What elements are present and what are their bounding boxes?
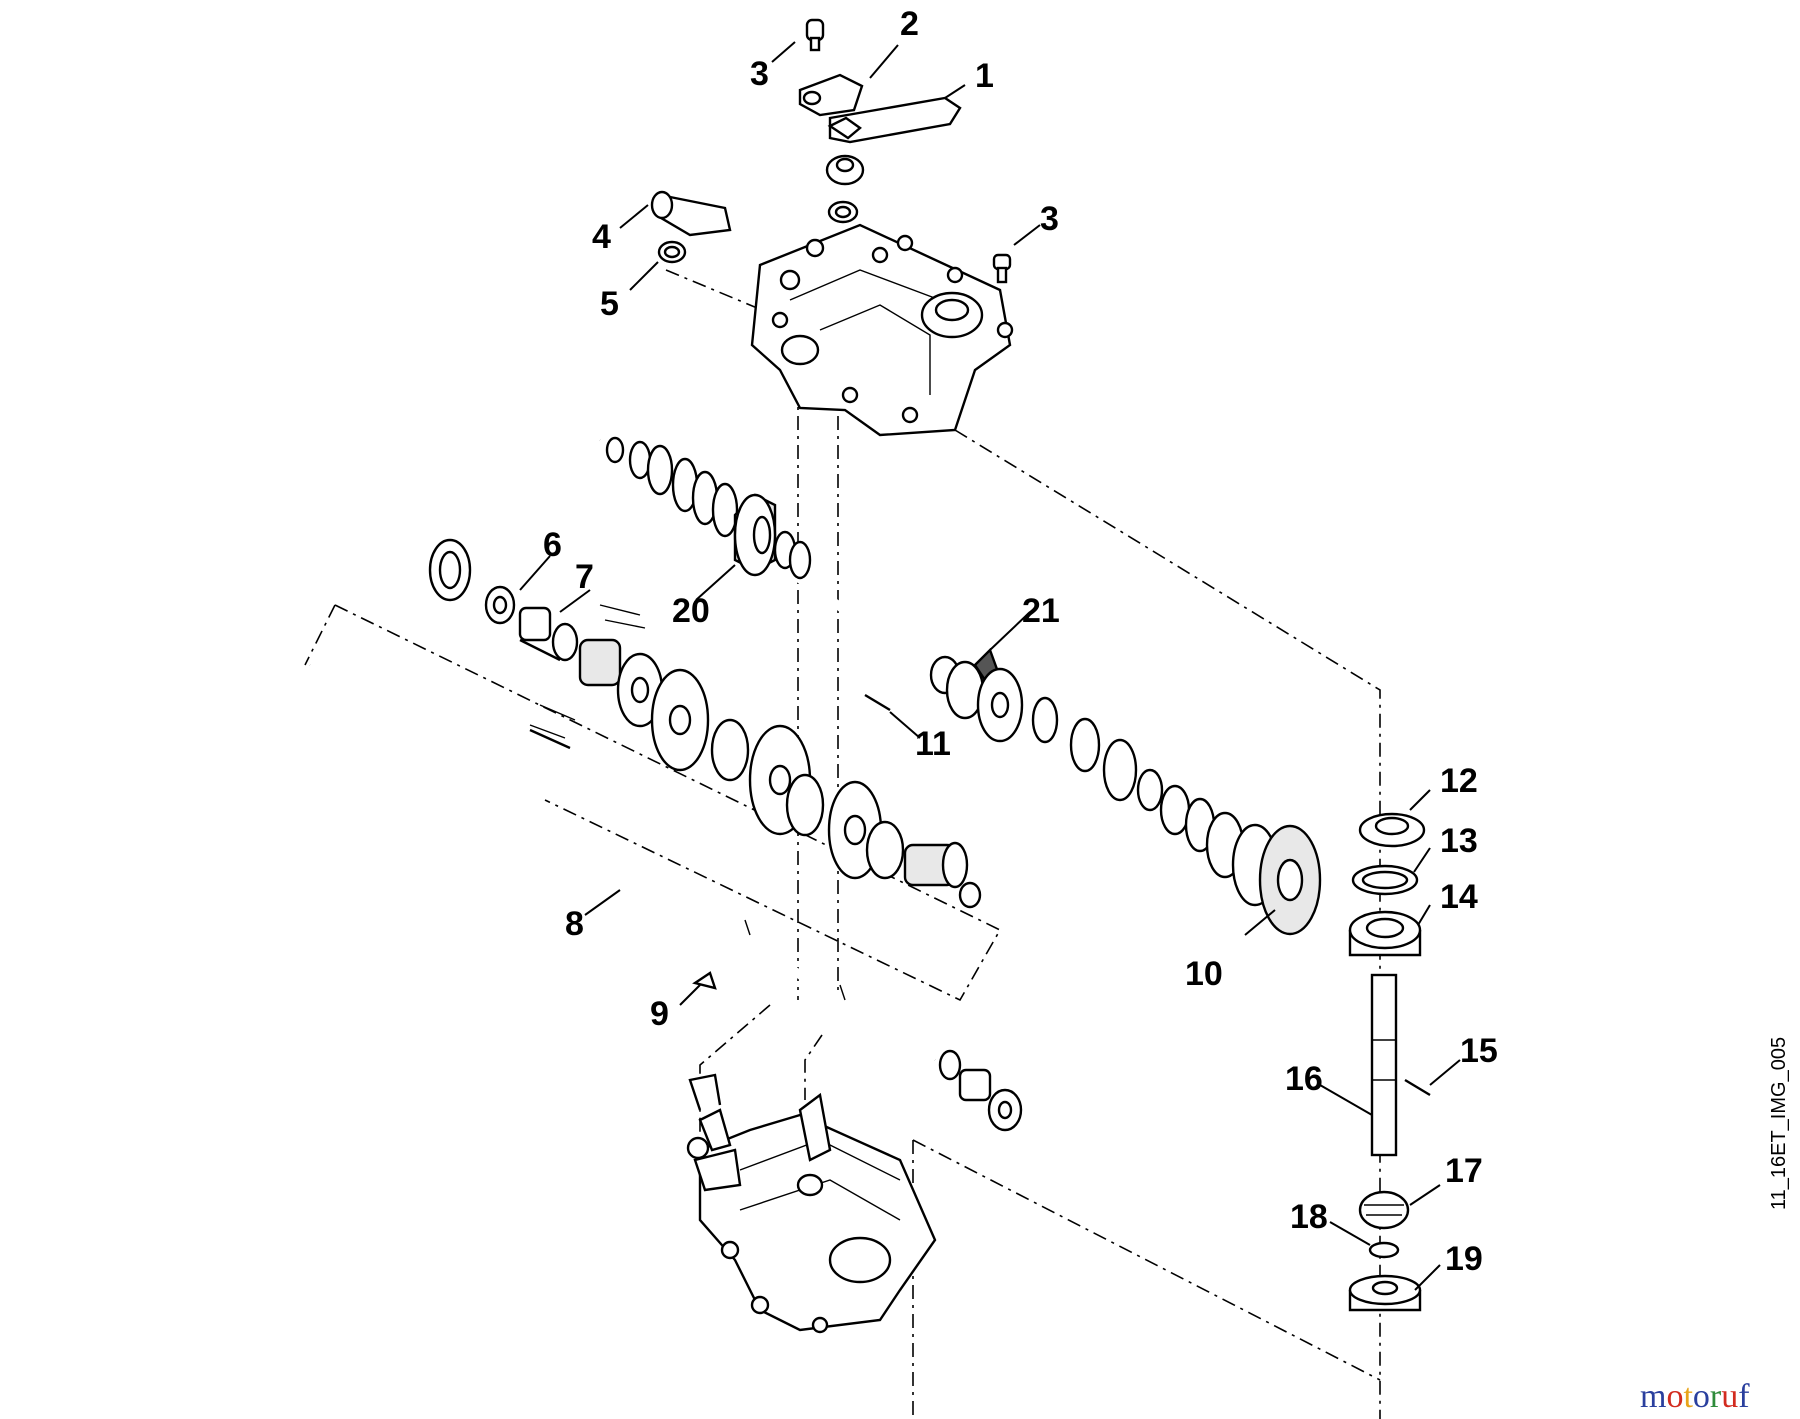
callout-4: 4 bbox=[592, 218, 611, 256]
watermark-letter: t bbox=[1683, 1378, 1693, 1415]
callout-17: 17 bbox=[1445, 1152, 1483, 1190]
watermark-letter: f bbox=[1738, 1378, 1750, 1415]
callout-3-right: 3 bbox=[1040, 200, 1059, 238]
callout-3-top: 3 bbox=[750, 55, 769, 93]
callout-8: 8 bbox=[565, 905, 584, 943]
bevel-gear-assembly bbox=[1031, 696, 1322, 936]
callout-9: 9 bbox=[650, 995, 669, 1033]
watermark-letter: o bbox=[1692, 1378, 1710, 1415]
watermark-letter: u bbox=[1721, 1378, 1739, 1415]
callout-14: 14 bbox=[1440, 878, 1478, 916]
callout-13: 13 bbox=[1440, 822, 1478, 860]
callout-18: 18 bbox=[1290, 1198, 1328, 1236]
callout-11: 11 bbox=[915, 725, 951, 763]
callout-5: 5 bbox=[600, 285, 619, 323]
assembly-guide-lines bbox=[304, 269, 1381, 1419]
callout-16: 16 bbox=[1285, 1060, 1323, 1098]
lower-housing bbox=[686, 1073, 937, 1334]
watermark-logo: motoruf bbox=[1640, 1378, 1750, 1416]
callout-2: 2 bbox=[900, 5, 919, 43]
callout-21: 21 bbox=[1022, 592, 1060, 630]
callout-1: 1 bbox=[975, 57, 994, 95]
watermark-letter: m bbox=[1640, 1378, 1667, 1415]
watermark-letter: o bbox=[1666, 1378, 1684, 1415]
upper-housing bbox=[750, 223, 1014, 437]
middle-gear-assembly bbox=[428, 538, 982, 909]
callout-19: 19 bbox=[1445, 1240, 1483, 1278]
callout-6: 6 bbox=[543, 526, 562, 564]
callout-labels: 1 2 3 3 4 5 6 7 8 9 10 11 12 13 14 15 16… bbox=[543, 5, 1498, 1278]
callout-7: 7 bbox=[575, 558, 594, 596]
upper-shaft-assembly bbox=[597, 436, 1024, 743]
top-small-parts bbox=[650, 18, 1012, 284]
output-shaft bbox=[307, 638, 1023, 1132]
callout-10: 10 bbox=[1185, 955, 1223, 993]
callout-20: 20 bbox=[672, 592, 710, 630]
image-code-label: 11_16ET_IMG_005 bbox=[1768, 1036, 1790, 1210]
watermark-letter: r bbox=[1709, 1378, 1722, 1415]
callout-15: 15 bbox=[1460, 1032, 1498, 1070]
vertical-shaft-assembly bbox=[1348, 812, 1431, 1312]
callout-12: 12 bbox=[1440, 762, 1478, 800]
leader-lines bbox=[519, 41, 1461, 1291]
